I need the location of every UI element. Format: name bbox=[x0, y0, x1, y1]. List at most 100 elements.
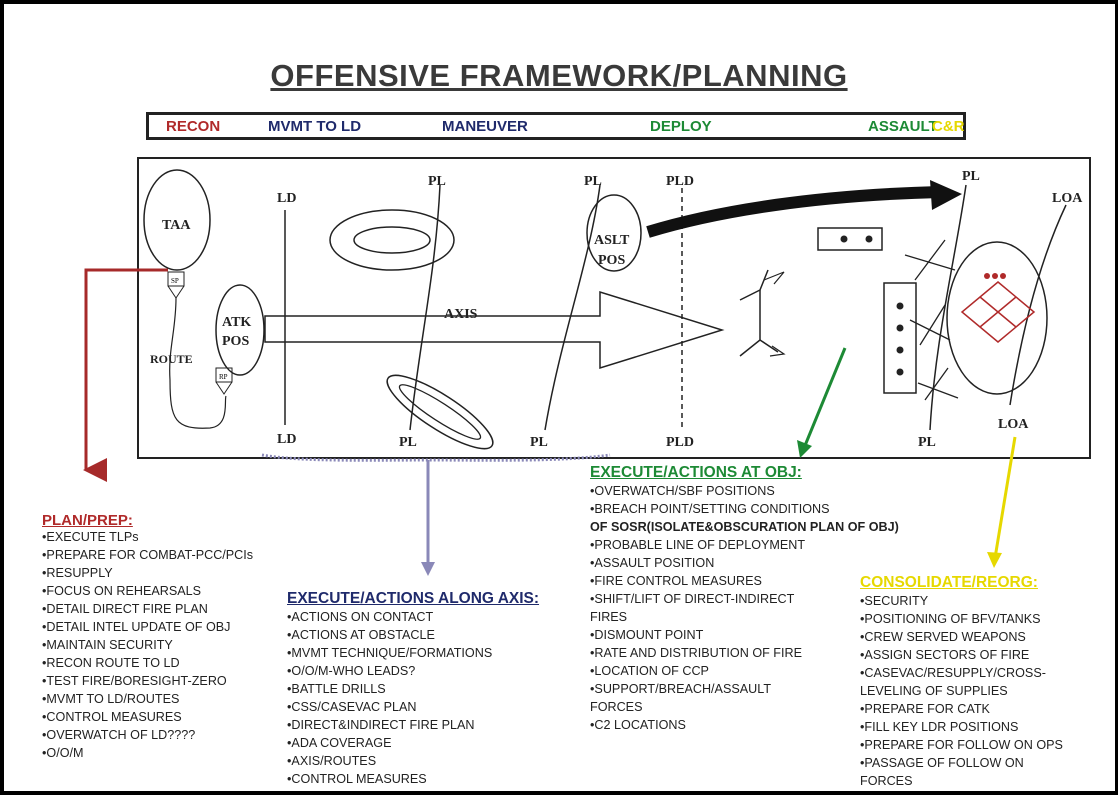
list-item: FIRES bbox=[590, 610, 628, 624]
pl-label-2: PL bbox=[584, 174, 602, 189]
aslt-pos-label-1: ASLT bbox=[594, 233, 630, 248]
list-item: O/O/M bbox=[42, 744, 253, 762]
map-frame bbox=[137, 157, 1091, 459]
along-axis-list: ACTIONS ON CONTACT ACTIONS AT OBSTACLE M… bbox=[287, 608, 492, 788]
pld-bottom-label: PLD bbox=[666, 435, 694, 450]
list-item: CONTROL MEASURES bbox=[287, 770, 492, 788]
phase-assault: ASSAULT bbox=[868, 118, 938, 135]
list-item: DISMOUNT POINT bbox=[590, 626, 899, 644]
axis-bracket bbox=[261, 453, 611, 462]
list-item: PREPARE FOR FOLLOW ON OPS bbox=[860, 736, 1063, 754]
axis-arrow bbox=[264, 290, 725, 370]
list-item: DETAIL DIRECT FIRE PLAN bbox=[42, 600, 253, 618]
list-item: POSITIONING OF BFV/TANKS bbox=[860, 610, 1063, 628]
sp-label: SP bbox=[171, 277, 179, 285]
list-item: FORCES bbox=[860, 774, 913, 788]
list-item: CASEVAC/RESUPPLY/CROSS- bbox=[860, 664, 1063, 682]
list-item: AXIS/ROUTES bbox=[287, 752, 492, 770]
list-item: SHIFT/LIFT OF DIRECT-INDIRECT bbox=[590, 590, 899, 608]
list-item: DETAIL INTEL UPDATE OF OBJ bbox=[42, 618, 253, 636]
list-item: CSS/CASEVAC PLAN bbox=[287, 698, 492, 716]
taa-ellipse bbox=[143, 169, 211, 271]
rp-label: RP bbox=[219, 373, 228, 381]
pl-line-1 bbox=[409, 184, 441, 431]
list-item: DIRECT&INDIRECT FIRE PLAN bbox=[287, 716, 492, 734]
list-item: PREPARE FOR COMBAT-PCC/PCIs bbox=[42, 546, 253, 564]
objective-symbol bbox=[960, 281, 1036, 343]
list-item: FIRE CONTROL MEASURES bbox=[590, 572, 899, 590]
pl-label-5: PL bbox=[962, 169, 980, 184]
list-item: ADA COVERAGE bbox=[287, 734, 492, 752]
list-item: FORCES bbox=[590, 700, 643, 714]
list-item: MVMT TO LD/ROUTES bbox=[42, 690, 253, 708]
loa-line bbox=[1009, 204, 1067, 406]
axis-label: AXIS bbox=[444, 307, 478, 322]
rp-marker bbox=[215, 367, 233, 383]
atk-pos-label-1: ATK bbox=[222, 315, 251, 330]
phase-mvmt-to-ld: MVMT TO LD bbox=[268, 118, 362, 135]
pl-label-3: PL bbox=[399, 435, 417, 450]
loa-top-label: LOA bbox=[1052, 191, 1083, 206]
list-item: FOCUS ON REHEARSALS bbox=[42, 582, 253, 600]
list-item: ASSIGN SECTORS OF FIRE bbox=[860, 646, 1063, 664]
phase-maneuver: MANEUVER bbox=[442, 118, 528, 135]
list-item: RATE AND DISTRIBUTION OF FIRE bbox=[590, 644, 899, 662]
list-item: SUPPORT/BREACH/ASSAULT bbox=[590, 680, 899, 698]
list-item: TEST FIRE/BORESIGHT-ZERO bbox=[42, 672, 253, 690]
list-item: EXECUTE TLPs bbox=[42, 528, 253, 546]
list-item: CONTROL MEASURES bbox=[42, 708, 253, 726]
phase-recon: RECON bbox=[166, 118, 221, 135]
atk-pos-label-2: POS bbox=[222, 334, 249, 349]
list-item: ACTIONS ON CONTACT bbox=[287, 608, 492, 626]
pld-top-label: PLD bbox=[666, 174, 694, 189]
list-item: SECURITY bbox=[860, 592, 1063, 610]
list-item: C2 LOCATIONS bbox=[590, 716, 899, 734]
recon-arrow bbox=[83, 268, 168, 482]
plan-prep-list: EXECUTE TLPs PREPARE FOR COMBAT-PCC/PCIs… bbox=[42, 528, 253, 762]
sp-marker bbox=[167, 271, 185, 287]
pl-label-6: PL bbox=[918, 435, 936, 450]
obj-arrow bbox=[802, 347, 847, 449]
list-item: PROBABLE LINE OF DEPLOYMENT bbox=[590, 536, 899, 554]
route-line bbox=[169, 297, 227, 429]
taa-label: TAA bbox=[162, 218, 191, 233]
consolidate-list: SECURITY POSITIONING OF BFV/TANKS CREW S… bbox=[860, 592, 1063, 790]
list-item: O/O/M-WHO LEADS? bbox=[287, 662, 492, 680]
pl-line-2 bbox=[544, 184, 601, 431]
list-item: RESUPPLY bbox=[42, 564, 253, 582]
pl-label-4: PL bbox=[530, 435, 548, 450]
list-item: FILL KEY LDR POSITIONS bbox=[860, 718, 1063, 736]
aslt-pos-ellipse bbox=[586, 194, 642, 272]
page-title: OFFENSIVE FRAMEWORK/PLANNING bbox=[270, 58, 848, 93]
assault-arrow bbox=[646, 186, 941, 238]
phase-deploy: DEPLOY bbox=[650, 118, 712, 135]
list-item: PASSAGE OF FOLLOW ON bbox=[860, 754, 1063, 772]
phase-c-and-r: C&R bbox=[932, 118, 965, 135]
plan-prep-title: PLAN/PREP: bbox=[42, 512, 133, 529]
list-item: MVMT TECHNIQUE/FORMATIONS bbox=[287, 644, 492, 662]
list-item: CREW SERVED WEAPONS bbox=[860, 628, 1063, 646]
pl-label-1: PL bbox=[428, 174, 446, 189]
list-item: MAINTAIN SECURITY bbox=[42, 636, 253, 654]
list-item: BATTLE DRILLS bbox=[287, 680, 492, 698]
objective-ellipse bbox=[946, 241, 1048, 395]
ld-bottom-label: LD bbox=[277, 432, 296, 447]
list-item: RECON ROUTE TO LD bbox=[42, 654, 253, 672]
list-item: BREACH POINT/SETTING CONDITIONS bbox=[590, 500, 899, 518]
list-item: OVERWATCH/SBF POSITIONS bbox=[590, 482, 899, 500]
list-item: LOCATION OF CCP bbox=[590, 662, 899, 680]
list-item: LEVELING OF SUPPLIES bbox=[860, 684, 1008, 698]
consolidate-title: CONSOLIDATE/REORG: bbox=[860, 574, 1038, 591]
list-item: ASSAULT POSITION bbox=[590, 554, 899, 572]
pl-line-3 bbox=[929, 184, 967, 431]
aslt-pos-label-2: POS bbox=[598, 253, 625, 268]
ld-top-label: LD bbox=[277, 191, 296, 206]
list-item: OF SOSR(ISOLATE&OBSCURATION PLAN OF OBJ) bbox=[590, 520, 899, 534]
route-label: ROUTE bbox=[150, 352, 193, 366]
list-item: ACTIONS AT OBSTACLE bbox=[287, 626, 492, 644]
phase-bar bbox=[146, 112, 966, 140]
atk-pos-ellipse bbox=[215, 284, 265, 376]
list-item: OVERWATCH OF LD???? bbox=[42, 726, 253, 744]
list-item: PREPARE FOR CATK bbox=[860, 700, 1063, 718]
